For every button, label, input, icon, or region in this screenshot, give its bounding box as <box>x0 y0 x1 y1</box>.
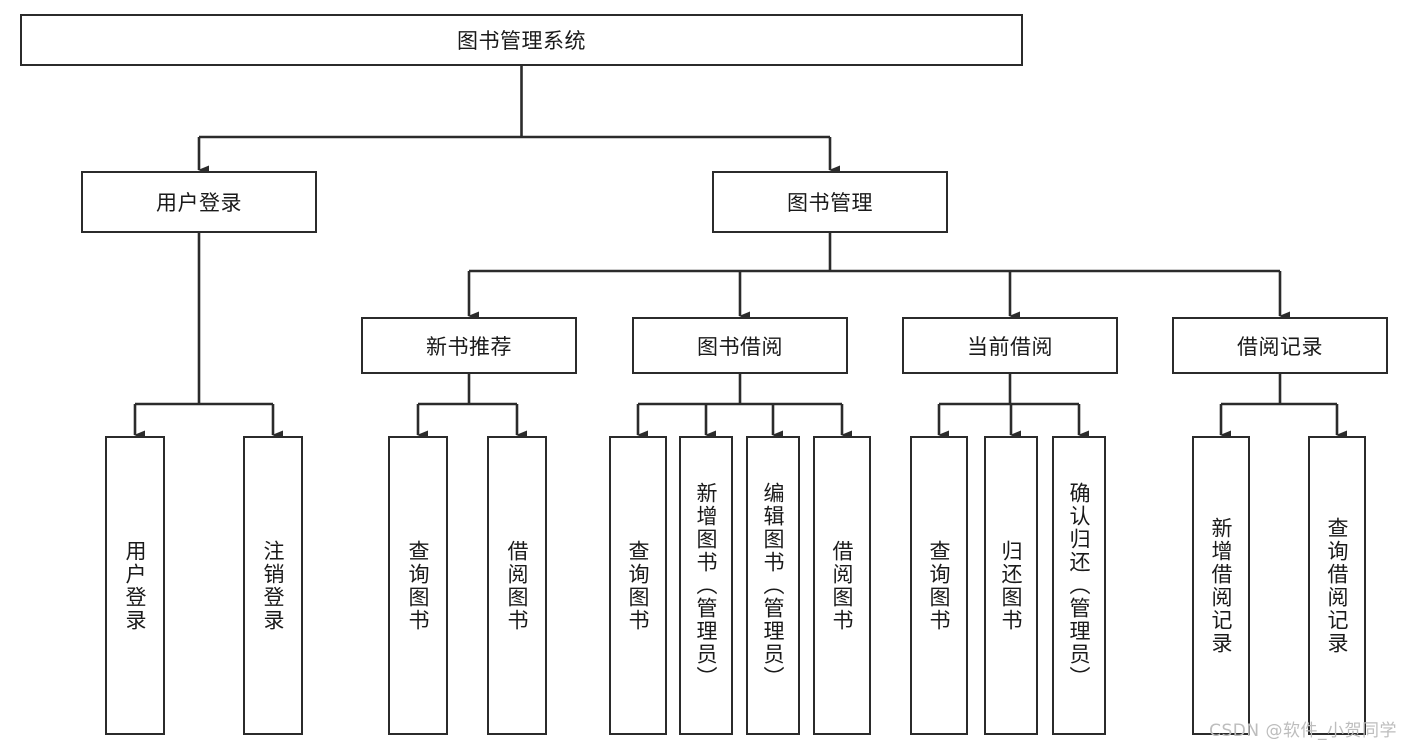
node-label: 当前借阅 <box>967 334 1053 359</box>
node-leaf-add-book-admin[interactable]: 新增图书（管理员） <box>679 436 733 735</box>
node-label: 新书推荐 <box>426 334 512 359</box>
node-leaf-query-book-rec[interactable]: 查询图书 <box>388 436 448 735</box>
node-label: 编辑图书（管理员） <box>761 482 786 689</box>
node-label: 图书管理系统 <box>457 29 586 53</box>
watermark: CSDN @软件_小贺同学 <box>1209 721 1397 741</box>
node-book-borrowing[interactable]: 图书借阅 <box>632 317 848 374</box>
node-label: 确认归还（管理员） <box>1067 482 1092 689</box>
node-label: 归还图书 <box>999 539 1024 632</box>
node-leaf-return-book[interactable]: 归还图书 <box>984 436 1038 735</box>
node-label: 图书管理 <box>787 191 873 215</box>
node-label: 借阅图书 <box>830 539 855 632</box>
node-leaf-confirm-return-admin[interactable]: 确认归还（管理员） <box>1052 436 1106 735</box>
node-label: 注销登录 <box>261 539 286 632</box>
node-current-borrowing[interactable]: 当前借阅 <box>902 317 1118 374</box>
node-label: 查询借阅记录 <box>1325 516 1350 655</box>
node-user-login[interactable]: 用户登录 <box>81 171 317 233</box>
node-leaf-query-borrow-record[interactable]: 查询借阅记录 <box>1308 436 1366 735</box>
node-leaf-query-book-borrow[interactable]: 查询图书 <box>609 436 667 735</box>
node-leaf-user-logout[interactable]: 注销登录 <box>243 436 303 735</box>
node-label: 用户登录 <box>156 191 242 215</box>
node-leaf-query-book-current[interactable]: 查询图书 <box>910 436 968 735</box>
node-label: 用户登录 <box>123 539 148 632</box>
node-label: 图书借阅 <box>697 334 783 359</box>
node-new-book-recommendation[interactable]: 新书推荐 <box>361 317 577 374</box>
node-leaf-edit-book-admin[interactable]: 编辑图书（管理员） <box>746 436 800 735</box>
node-leaf-add-borrow-record[interactable]: 新增借阅记录 <box>1192 436 1250 735</box>
node-label: 查询图书 <box>626 539 651 632</box>
node-leaf-user-login[interactable]: 用户登录 <box>105 436 165 735</box>
node-leaf-borrow-book-rec[interactable]: 借阅图书 <box>487 436 547 735</box>
node-root[interactable]: 图书管理系统 <box>20 14 1023 66</box>
node-label: 新增图书（管理员） <box>694 482 719 689</box>
node-label: 新增借阅记录 <box>1209 516 1234 655</box>
node-book-management[interactable]: 图书管理 <box>712 171 948 233</box>
node-label: 借阅记录 <box>1237 334 1323 359</box>
node-label: 查询图书 <box>406 539 431 632</box>
node-label: 借阅图书 <box>505 539 530 632</box>
node-borrow-records[interactable]: 借阅记录 <box>1172 317 1388 374</box>
node-label: 查询图书 <box>927 539 952 632</box>
node-leaf-borrow-book-borrow[interactable]: 借阅图书 <box>813 436 871 735</box>
